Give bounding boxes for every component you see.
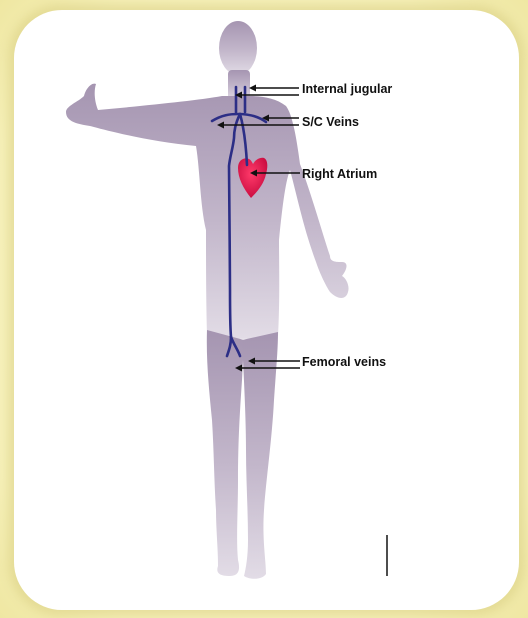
human-silhouette-icon [66,21,349,579]
label-femoral-veins: Femoral veins [302,355,386,369]
label-sc-veins: S/C Veins [302,115,359,129]
label-right-atrium: Right Atrium [302,167,377,181]
label-internal-jugular: Internal jugular [302,82,392,96]
